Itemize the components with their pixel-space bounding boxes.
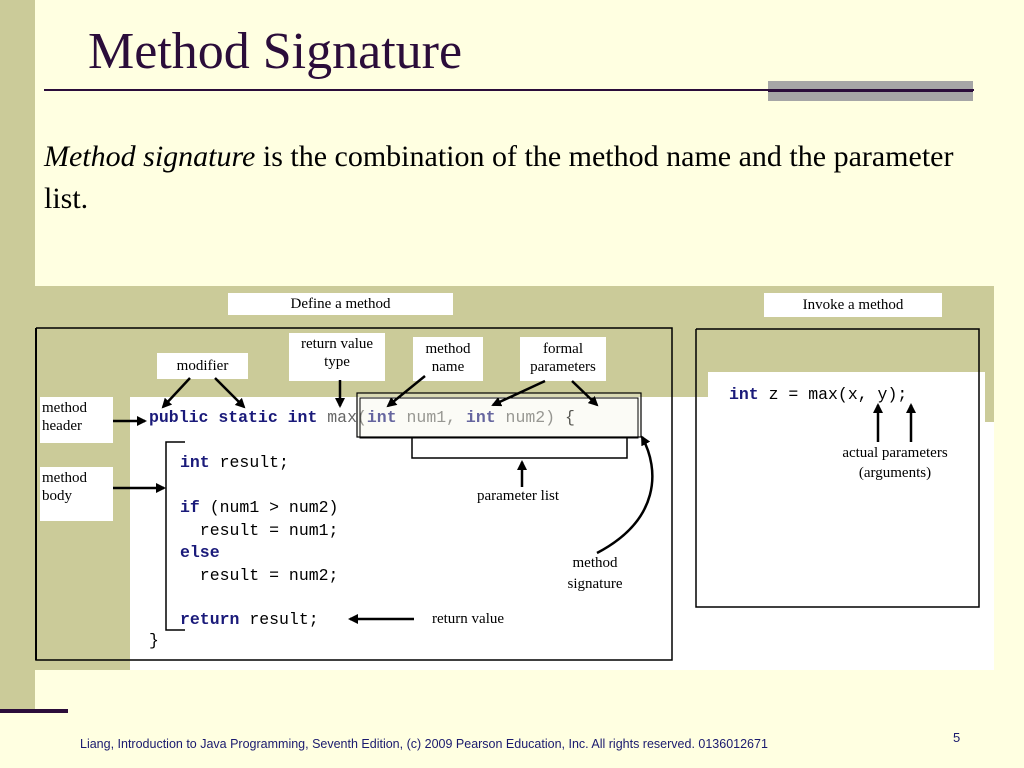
page-number: 5: [953, 730, 961, 745]
modifier-arrow-2: [214, 377, 246, 409]
invoke-method-frame: [695, 328, 980, 608]
invoke-code-panel: [708, 372, 985, 422]
define-panel: [130, 397, 712, 670]
modifier-label: modifier: [157, 353, 248, 379]
code-line-if: if (num1 > num2): [180, 498, 339, 517]
code-invoke: int z = max(x, y);: [729, 385, 908, 404]
method-body-bracket: [165, 441, 185, 631]
define-method-frame: [35, 327, 673, 661]
method-name-arrow: [386, 375, 426, 408]
code-line-else: else: [180, 543, 220, 562]
footer-text: Liang, Introduction to Java Programming,…: [80, 737, 768, 751]
code-line-assign1: result = num1;: [180, 521, 339, 540]
actual-parameters-label: actual parameters(arguments): [824, 440, 966, 484]
code-line-assign2: result = num2;: [180, 566, 339, 585]
left-accent-bar: [0, 0, 35, 710]
intro-text: is the combination of the method name an…: [44, 140, 954, 215]
parameter-list-label: parameter list: [476, 488, 560, 504]
title-underline: [44, 89, 974, 91]
intro-term: Method signature: [44, 140, 256, 173]
formal-param-arrow-1: [491, 379, 546, 407]
formal-param-arrow-2: [571, 380, 599, 407]
modifier-arrow-1: [161, 377, 191, 409]
define-method-label: Define a method: [228, 293, 453, 315]
bottom-accent-bar: [0, 709, 68, 713]
return-value-label: return value: [431, 611, 505, 627]
invoke-method-label: Invoke a method: [764, 293, 942, 317]
method-signature-arrow: [596, 435, 654, 555]
title-accent-line: [768, 89, 973, 92]
signature-box: [356, 392, 642, 438]
intro-paragraph: Method signature is the combination of t…: [44, 136, 984, 220]
parameter-list-bracket: [411, 438, 628, 459]
page-title: Method Signature: [88, 23, 463, 80]
code-line-return: return result;: [180, 610, 319, 629]
code-line-declare: int result;: [180, 453, 289, 472]
code-method-header: public static int max(int num1, int num2…: [149, 408, 575, 427]
code-close-brace: }: [149, 631, 159, 650]
